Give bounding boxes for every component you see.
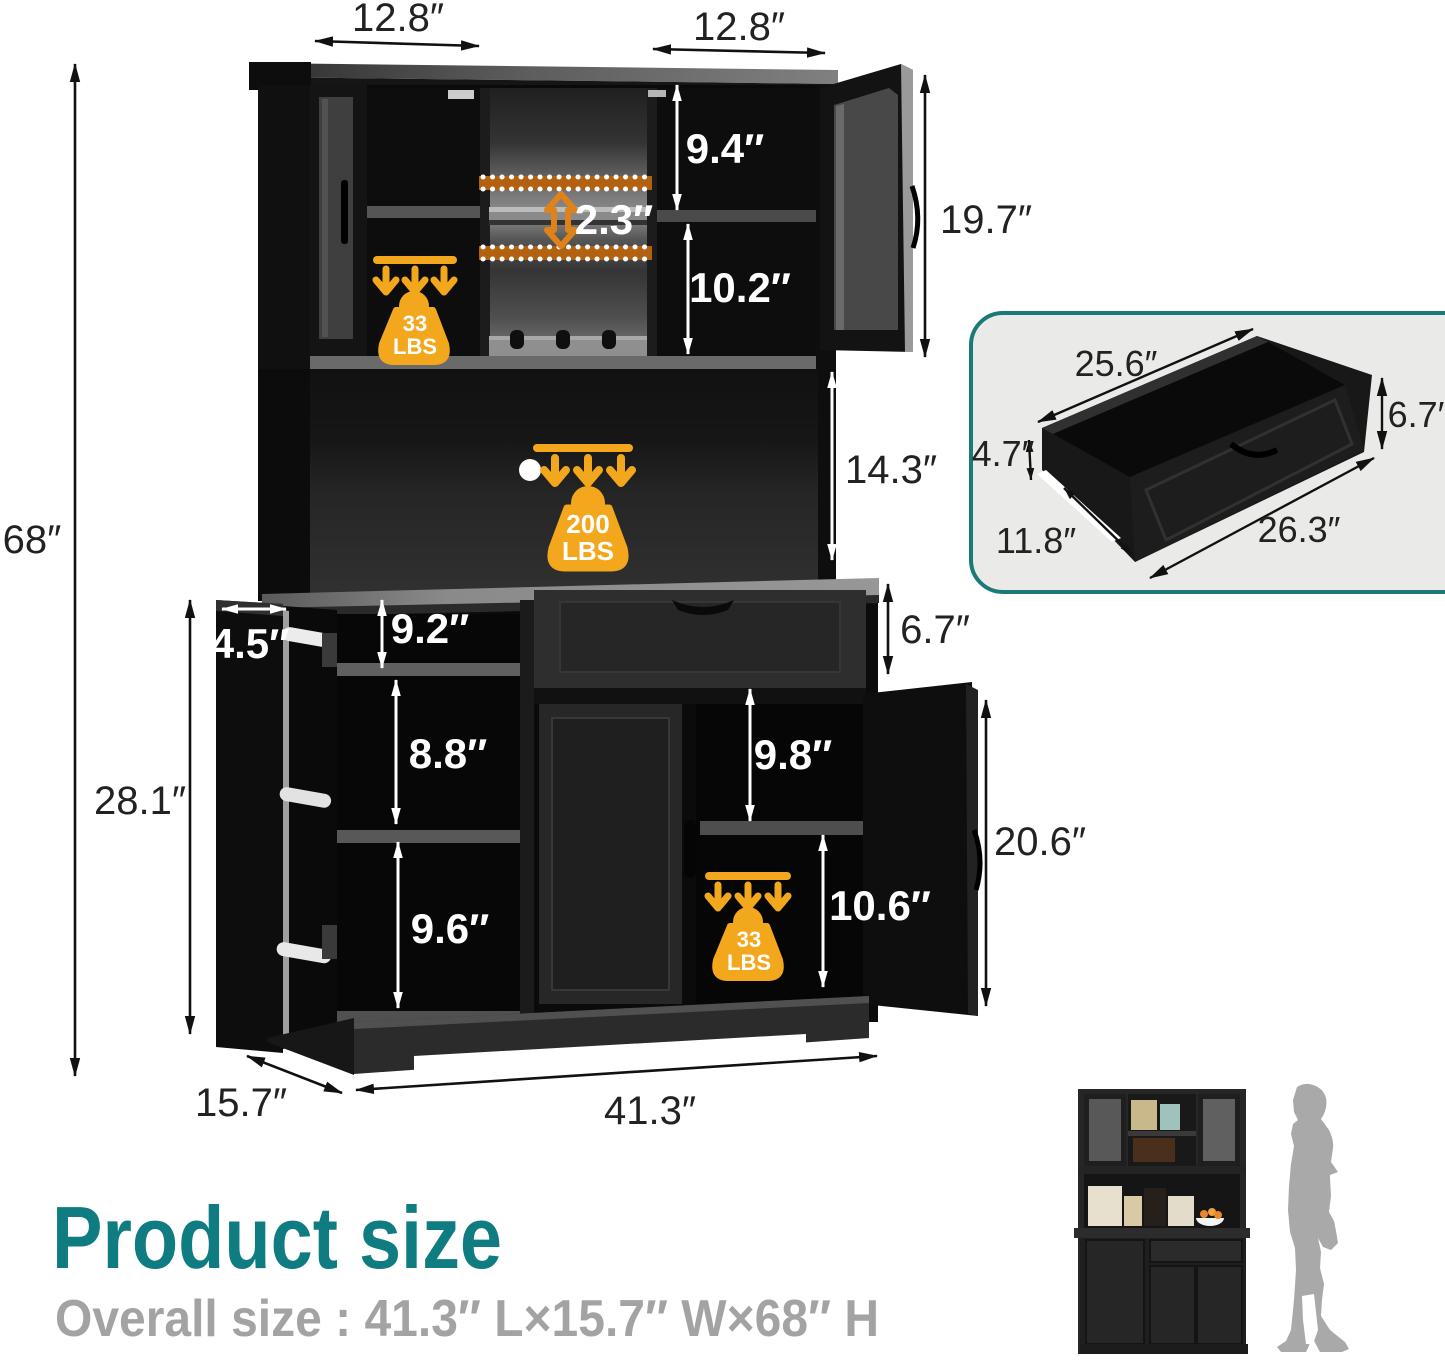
svg-text:9.8″: 9.8″: [754, 731, 833, 778]
svg-text:10.2″: 10.2″: [689, 264, 791, 311]
svg-text:12.8″: 12.8″: [693, 5, 785, 49]
svg-text:200: 200: [566, 509, 609, 539]
svg-text:15.7″: 15.7″: [195, 1081, 287, 1125]
svg-text:10.6″: 10.6″: [829, 882, 931, 929]
svg-text:LBS: LBS: [727, 950, 771, 975]
svg-text:Overall size : 41.3″ L×15.7″ W: Overall size : 41.3″ L×15.7″ W×68″ H: [55, 1290, 879, 1348]
svg-text:9.2″: 9.2″: [391, 605, 470, 652]
svg-text:28.1″: 28.1″: [94, 779, 186, 823]
svg-text:11.8″: 11.8″: [996, 520, 1076, 561]
svg-text:25.6″: 25.6″: [1075, 343, 1158, 384]
svg-text:4.7″: 4.7″: [972, 433, 1035, 474]
svg-text:26.3″: 26.3″: [1258, 509, 1341, 550]
svg-text:LBS: LBS: [393, 334, 437, 359]
svg-text:19.7″: 19.7″: [940, 198, 1032, 242]
svg-text:2.3″: 2.3″: [575, 196, 654, 243]
svg-text:41.3″: 41.3″: [604, 1089, 696, 1133]
svg-text:4.5″: 4.5″: [211, 620, 290, 667]
svg-text:33: 33: [737, 927, 761, 952]
svg-text:9.4″: 9.4″: [686, 125, 765, 172]
svg-text:Product size: Product size: [52, 1188, 502, 1287]
svg-text:12.8″: 12.8″: [352, 0, 444, 40]
svg-text:6.7″: 6.7″: [1388, 394, 1445, 435]
svg-text:LBS: LBS: [562, 536, 614, 566]
svg-text:6.7″: 6.7″: [900, 608, 970, 652]
svg-text:33: 33: [403, 311, 427, 336]
svg-text:14.3″: 14.3″: [845, 448, 937, 492]
svg-text:20.6″: 20.6″: [994, 820, 1086, 864]
svg-text:9.6″: 9.6″: [411, 905, 490, 952]
svg-text:8.8″: 8.8″: [409, 730, 488, 777]
svg-text:68″: 68″: [3, 518, 62, 562]
